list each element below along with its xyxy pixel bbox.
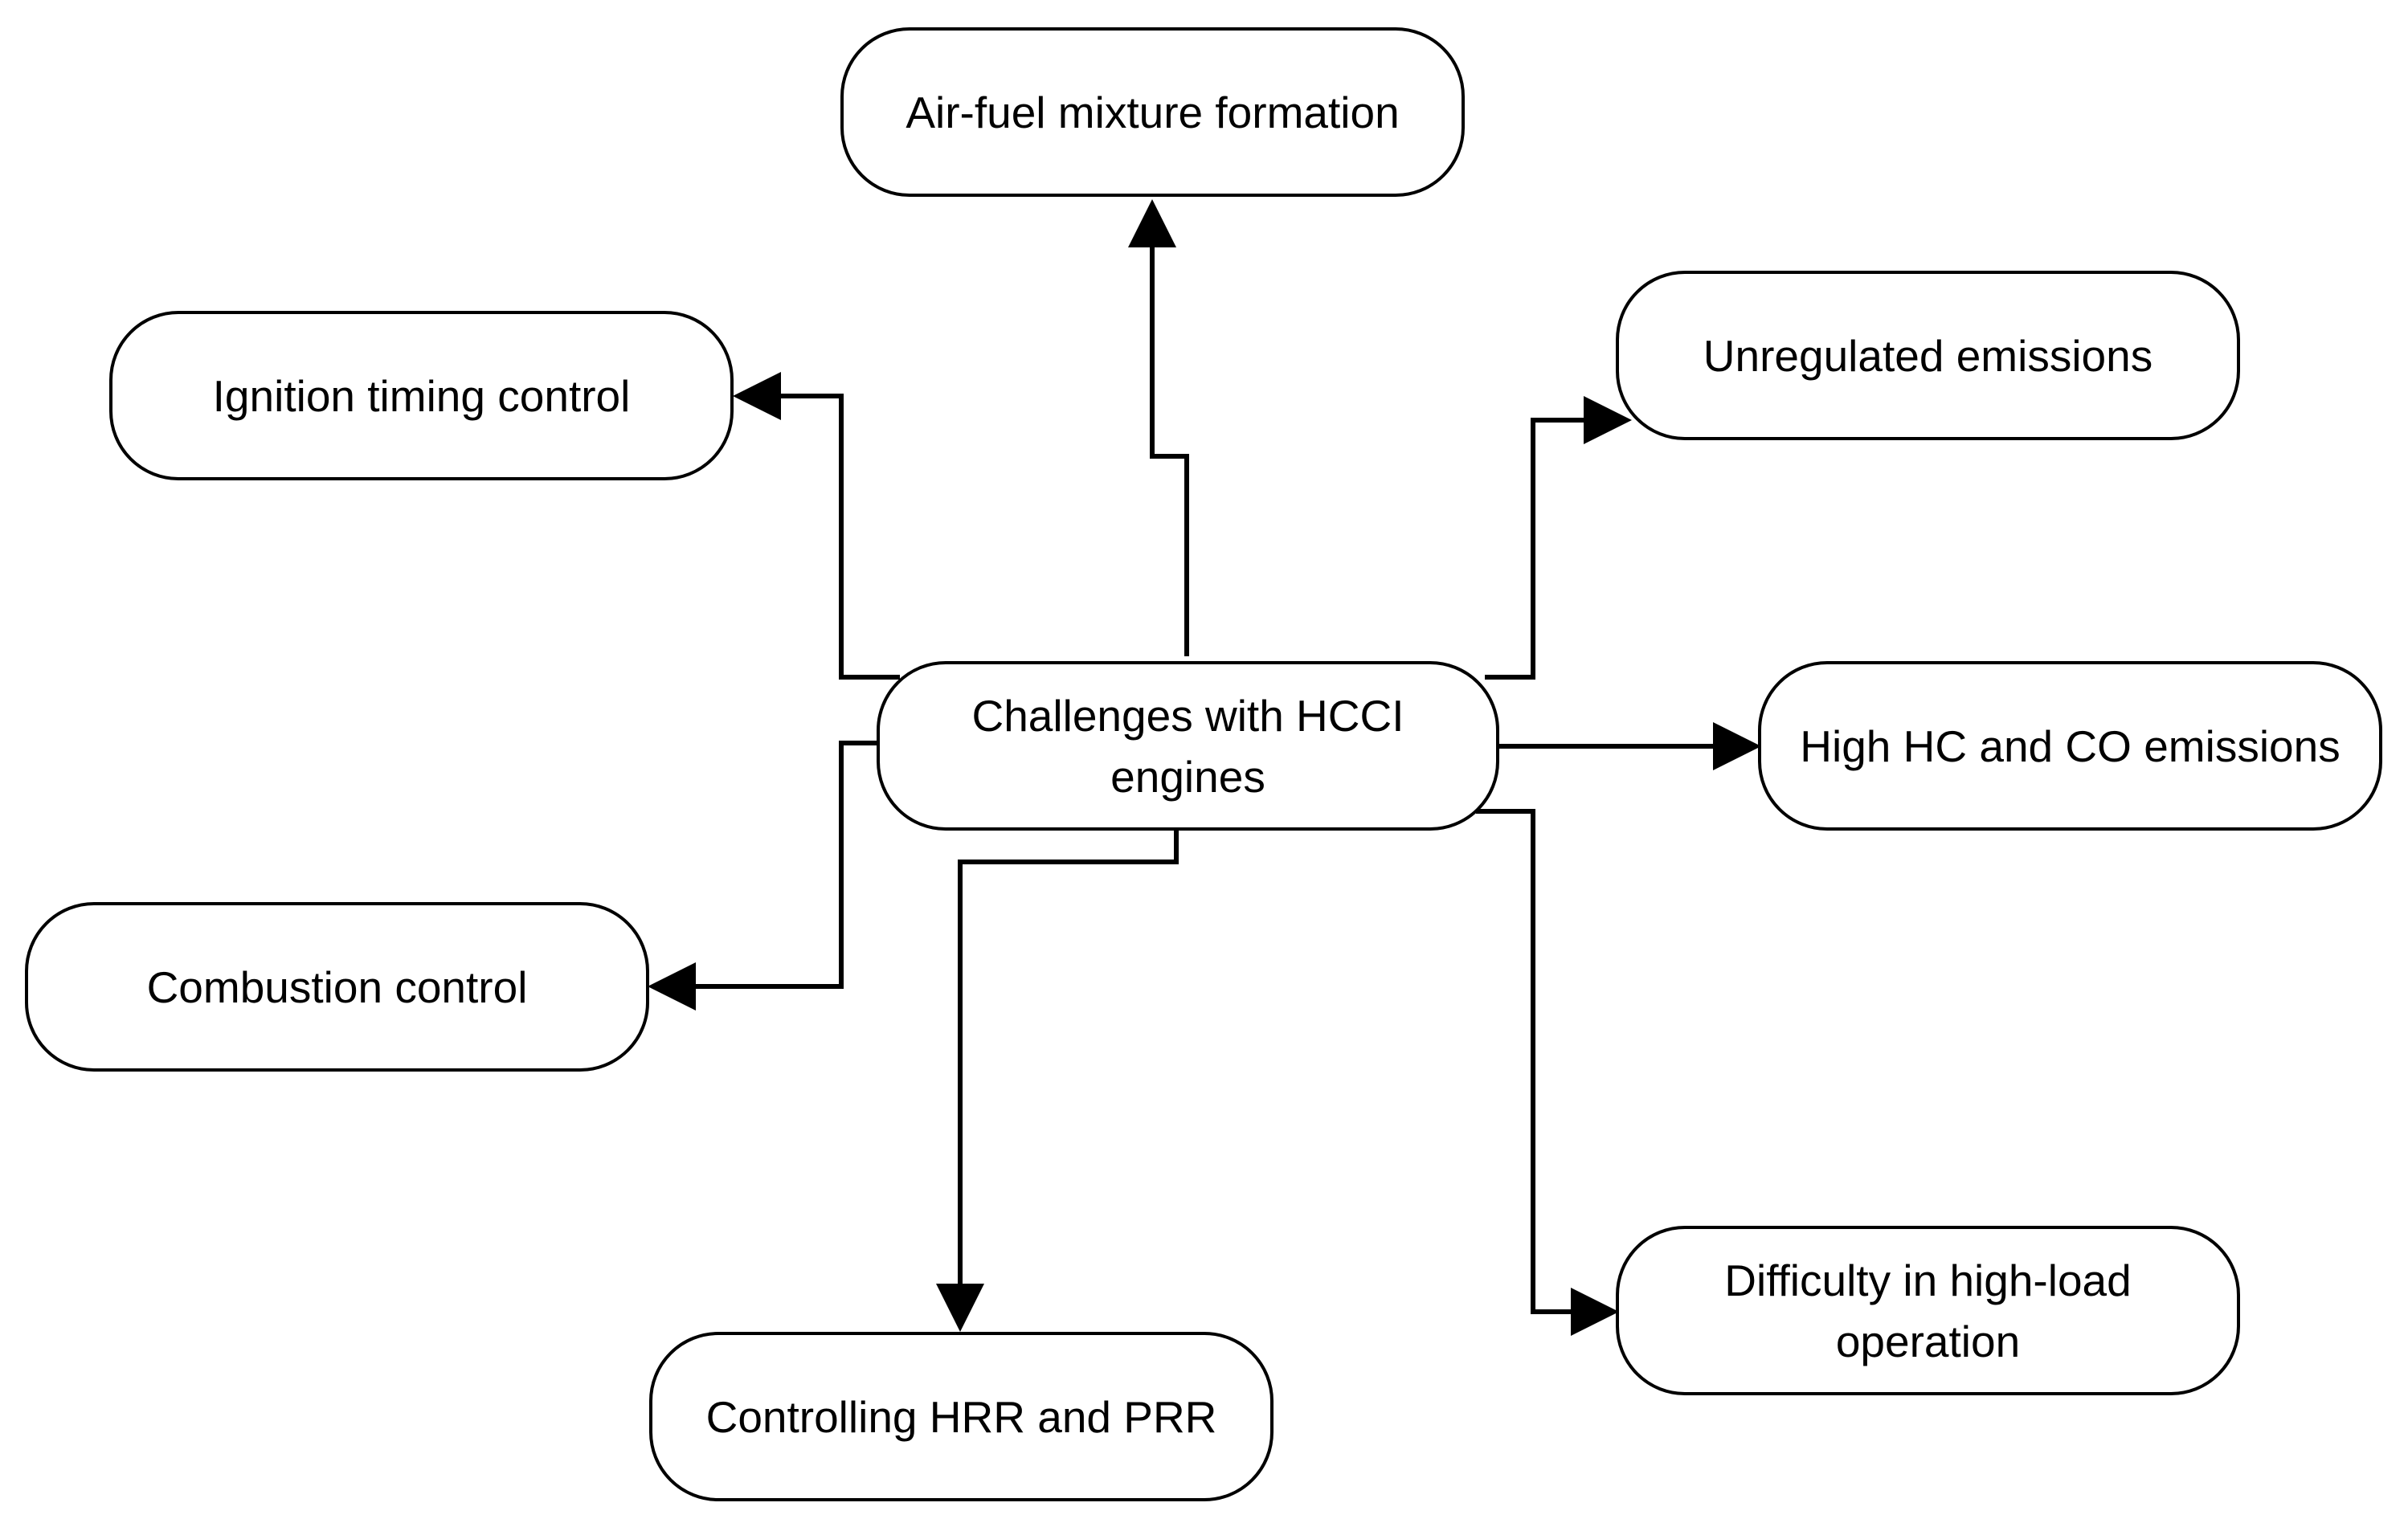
node-difficulty-high-load-operation: Difficulty in high-load operation: [1616, 1226, 2240, 1395]
center-node-label-line2: engines: [1110, 751, 1265, 802]
node-unregulated-emissions: Unregulated emissions: [1616, 271, 2240, 440]
node-combustion-control: Combustion control: [25, 902, 649, 1072]
node-label: Unregulated emissions: [1703, 330, 2153, 381]
node-high-hc-co-emissions: High HC and CO emissions: [1758, 661, 2382, 831]
arrow-to-ignition-timing: [733, 372, 900, 680]
node-label-line2: operation: [1835, 1316, 2021, 1366]
node-air-fuel-mixture-formation: Air-fuel mixture formation: [840, 27, 1465, 197]
node-ignition-timing-control: Ignition timing control: [109, 311, 734, 480]
node-controlling-hrr-prr: Controlling HRR and PRR: [649, 1332, 1274, 1501]
arrow-to-hrr-prr: [936, 831, 1179, 1332]
node-label-line1: Difficulty in high-load: [1724, 1255, 2132, 1305]
node-label: Controlling HRR and PRR: [705, 1391, 1217, 1442]
node-label: Ignition timing control: [212, 370, 631, 421]
arrow-to-combustion-control: [648, 741, 877, 1011]
center-node-label-line1: Challenges with HCCI: [971, 690, 1404, 741]
arrow-to-unregulated-emissions: [1485, 396, 1632, 680]
center-node-challenges: Challenges with HCCI engines: [877, 661, 1499, 831]
node-label: Air-fuel mixture formation: [906, 87, 1400, 137]
node-label: Combustion control: [146, 962, 528, 1012]
node-label: High HC and CO emissions: [1800, 721, 2341, 771]
arrow-to-high-load-operation: [1476, 809, 1619, 1336]
arrow-to-air-fuel-mixture: [1128, 199, 1189, 656]
